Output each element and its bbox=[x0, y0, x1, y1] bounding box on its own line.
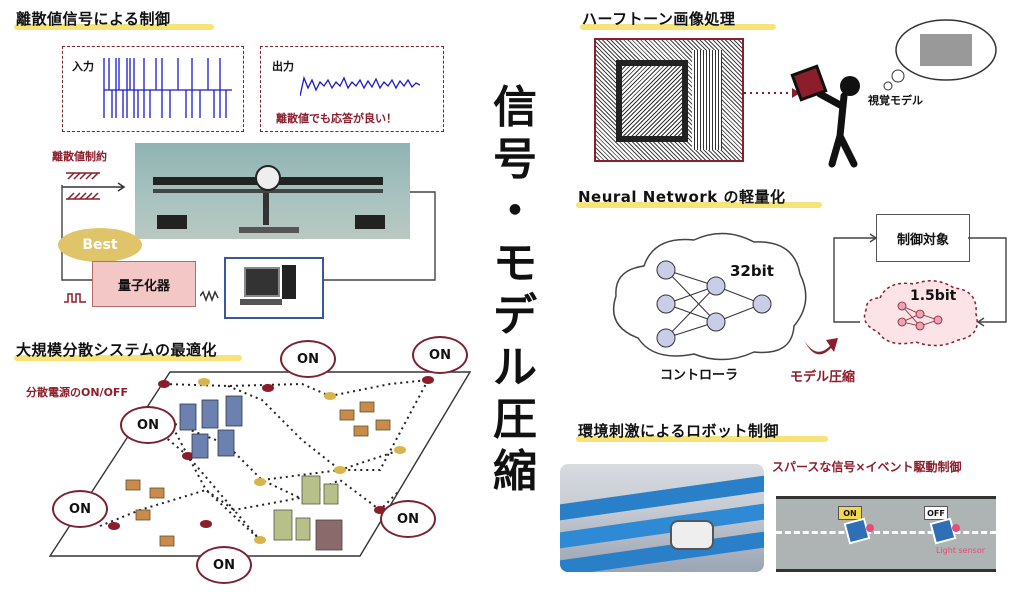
on-balloon-4: ON bbox=[52, 490, 108, 528]
input-signal-panel bbox=[62, 46, 244, 132]
dotted-arrow bbox=[744, 88, 800, 98]
nn-cloud-large bbox=[612, 232, 807, 361]
pulse-signal-icon bbox=[64, 293, 86, 303]
input-signal-plot bbox=[103, 58, 232, 118]
computer-image bbox=[224, 257, 324, 319]
constraint-symbol bbox=[62, 172, 126, 200]
bits-small-label: 1.5bit bbox=[910, 288, 957, 304]
light-marker-1 bbox=[866, 524, 874, 532]
robot-photo bbox=[560, 464, 764, 572]
sec2-title: 大規模分散システムの最適化 bbox=[16, 341, 218, 359]
vertical-main-title: 信 号 ・ モ デ ル 圧 縮 bbox=[485, 82, 545, 498]
visual-model-label: 視覚モデル bbox=[868, 94, 923, 107]
road-diagram bbox=[776, 496, 996, 572]
vertical-char-1: 信 bbox=[493, 82, 537, 133]
light-marker-2 bbox=[952, 524, 960, 532]
vertical-char-5: デ bbox=[493, 290, 537, 341]
on-balloon-5: ON bbox=[380, 500, 436, 538]
control-loop-lines bbox=[833, 233, 1007, 327]
sparse-caption: スパースな信号×イベント駆動制御 bbox=[772, 460, 962, 474]
output-label: 出力 bbox=[272, 60, 294, 73]
halftone-image bbox=[594, 38, 744, 162]
plant-label: 制御対象 bbox=[896, 232, 949, 248]
person-viewer-icon bbox=[790, 19, 997, 168]
vertical-char-3: ・ bbox=[493, 186, 537, 237]
apparatus-photo bbox=[135, 143, 410, 239]
sec4-title: Neural Network の軽量化 bbox=[578, 188, 786, 206]
vertical-char-4: モ bbox=[493, 238, 537, 289]
controller-label: コントローラ bbox=[660, 368, 739, 383]
bits-large-label: 32bit bbox=[730, 262, 774, 280]
on-tag: ON bbox=[838, 506, 862, 520]
output-signal-plot bbox=[300, 75, 420, 97]
feedback-loop-lines bbox=[61, 185, 436, 281]
output-caption: 離散値でも応答が良い！ bbox=[276, 112, 397, 125]
best-badge: Best bbox=[58, 228, 142, 262]
on-balloon-6: ON bbox=[196, 546, 252, 584]
best-label: Best bbox=[82, 237, 118, 253]
on-balloon-2: ON bbox=[412, 336, 468, 374]
compression-label: モデル圧縮 bbox=[790, 370, 856, 385]
sec3-title: ハーフトーン画像処理 bbox=[582, 10, 736, 28]
vertical-char-6: ル bbox=[493, 342, 537, 393]
vertical-char-7: 圧 bbox=[493, 394, 537, 445]
off-tag: OFF bbox=[924, 506, 948, 520]
vertical-char-2: 号 bbox=[493, 134, 537, 185]
sec5-title: 環境刺激によるロボット制御 bbox=[578, 422, 780, 440]
compression-arrow-icon bbox=[804, 338, 838, 355]
nn-cloud-small bbox=[863, 280, 978, 347]
on-balloon-3: ON bbox=[120, 406, 176, 444]
vertical-char-8: 縮 bbox=[493, 446, 537, 497]
wave-signal-icon bbox=[200, 290, 219, 302]
output-signal-panel bbox=[260, 46, 444, 132]
sec1-title: 離散値信号による制御 bbox=[16, 10, 171, 28]
quantizer-box: 量子化器 bbox=[92, 261, 196, 307]
sec2-subtitle: 分散電源のON/OFF bbox=[26, 386, 128, 399]
constraint-label: 離散値制約 bbox=[52, 150, 107, 163]
input-label: 入力 bbox=[72, 60, 94, 73]
quantizer-label: 量子化器 bbox=[117, 278, 170, 294]
on-balloon-1: ON bbox=[280, 340, 336, 378]
light-sensor-label: Light sensor bbox=[936, 546, 986, 555]
